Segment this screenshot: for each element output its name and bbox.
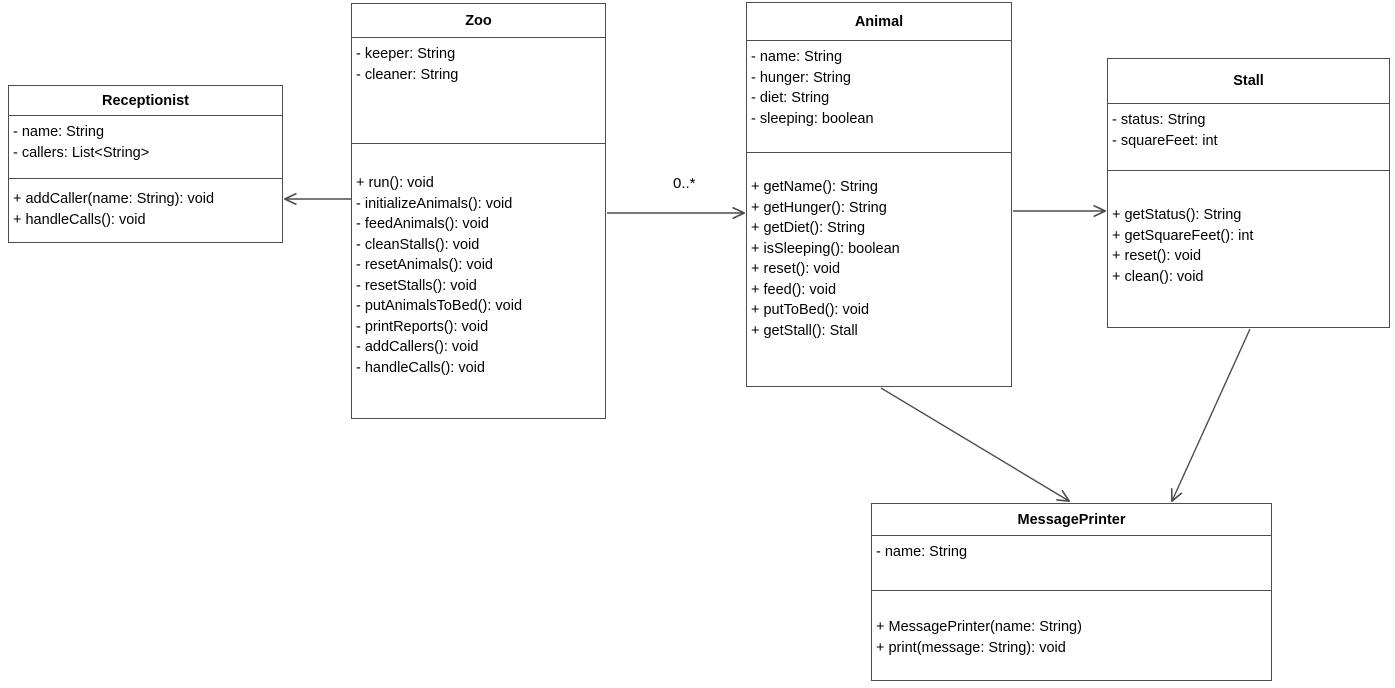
attribute-row: - hunger: String — [751, 69, 851, 86]
operation-row: + MessagePrinter(name: String) — [876, 619, 1082, 635]
attribute-row: - keeper: String — [356, 46, 456, 62]
operations-stall: + getStatus(): String + getSquareFeet():… — [1108, 171, 1389, 327]
operations-messageprinter: + MessagePrinter(name: String) + print(m… — [872, 591, 1271, 680]
attributes-receptionist: - name: String - callers: List<String> — [9, 116, 282, 179]
edge-label-multiplicity: 0..* — [673, 175, 696, 192]
uml-class-stall[interactable]: Stall - status: String - squareFeet: int… — [1107, 58, 1390, 328]
uml-class-animal[interactable]: Animal - name: String - hunger: String -… — [746, 2, 1012, 387]
attribute-row: - sleeping: boolean — [751, 110, 874, 127]
attribute-row: - squareFeet: int — [1112, 132, 1218, 149]
uml-class-receptionist[interactable]: Receptionist - name: String - callers: L… — [8, 85, 283, 243]
operation-row: + addCaller(name: String): void — [13, 191, 215, 207]
attributes-stall: - status: String - squareFeet: int — [1108, 104, 1389, 171]
operations-animal: + getName(): String + getHunger(): Strin… — [747, 153, 1011, 386]
operation-row: - feedAnimals(): void — [356, 216, 489, 232]
class-name-stall: Stall — [1108, 59, 1389, 104]
class-name-messageprinter: MessagePrinter — [872, 504, 1271, 536]
operation-row: + putToBed(): void — [751, 302, 870, 318]
uml-class-zoo[interactable]: Zoo - keeper: String - cleaner: String +… — [351, 3, 606, 419]
operation-row: + reset(): void — [1112, 248, 1202, 264]
operation-row: + feed(): void — [751, 281, 837, 298]
attribute-row: - name: String — [751, 49, 843, 65]
class-name-zoo: Zoo — [352, 4, 605, 38]
uml-class-messageprinter[interactable]: MessagePrinter - name: String + MessageP… — [871, 503, 1272, 681]
attribute-row: - diet: String — [751, 90, 830, 106]
operations-zoo: + run(): void - initializeAnimals(): voi… — [352, 144, 605, 418]
operation-row: + print(message: String): void — [876, 639, 1066, 656]
attributes-zoo: - keeper: String - cleaner: String — [352, 38, 605, 144]
operation-row: + getStall(): Stall — [751, 322, 858, 339]
operation-row: - putAnimalsToBed(): void — [356, 298, 523, 314]
operation-row: - addCallers(): void — [356, 339, 479, 355]
operation-row: + handleCalls(): void — [13, 211, 146, 228]
operation-row: + getHunger(): String — [751, 199, 887, 216]
attribute-row: - status: String — [1112, 112, 1206, 128]
attributes-messageprinter: - name: String — [872, 536, 1271, 591]
class-name-animal: Animal — [747, 3, 1011, 41]
operation-row: - resetStalls(): void — [356, 277, 477, 294]
operation-row: + isSleeping(): boolean — [751, 240, 900, 257]
operation-row: + getSquareFeet(): int — [1112, 227, 1254, 244]
attributes-animal: - name: String - hunger: String - diet: … — [747, 41, 1011, 153]
operation-row: - resetAnimals(): void — [356, 257, 493, 273]
operation-row: - printReports(): void — [356, 318, 489, 335]
operation-row: + clean(): void — [1112, 268, 1204, 285]
operations-receptionist: + addCaller(name: String): void + handle… — [9, 179, 282, 242]
operation-row: + getStatus(): String — [1112, 207, 1242, 223]
attribute-row: - name: String — [876, 544, 968, 560]
edge-animal-to-messageprinter — [880, 387, 1069, 501]
edge-stall-to-messageprinter — [1172, 328, 1251, 501]
attribute-row: - name: String — [13, 124, 105, 140]
class-name-receptionist: Receptionist — [9, 86, 282, 116]
operation-row: - handleCalls(): void — [356, 359, 485, 376]
operation-row: + getName(): String — [751, 179, 878, 195]
operation-row: + getDiet(): String — [751, 220, 866, 236]
attribute-row: - cleaner: String — [356, 66, 459, 83]
operation-row: - cleanStalls(): void — [356, 236, 480, 253]
operation-row: - initializeAnimals(): void — [356, 195, 513, 212]
attribute-row: - callers: List<String> — [13, 144, 150, 161]
operation-row: + reset(): void — [751, 261, 841, 277]
operation-row: + run(): void — [356, 175, 434, 191]
